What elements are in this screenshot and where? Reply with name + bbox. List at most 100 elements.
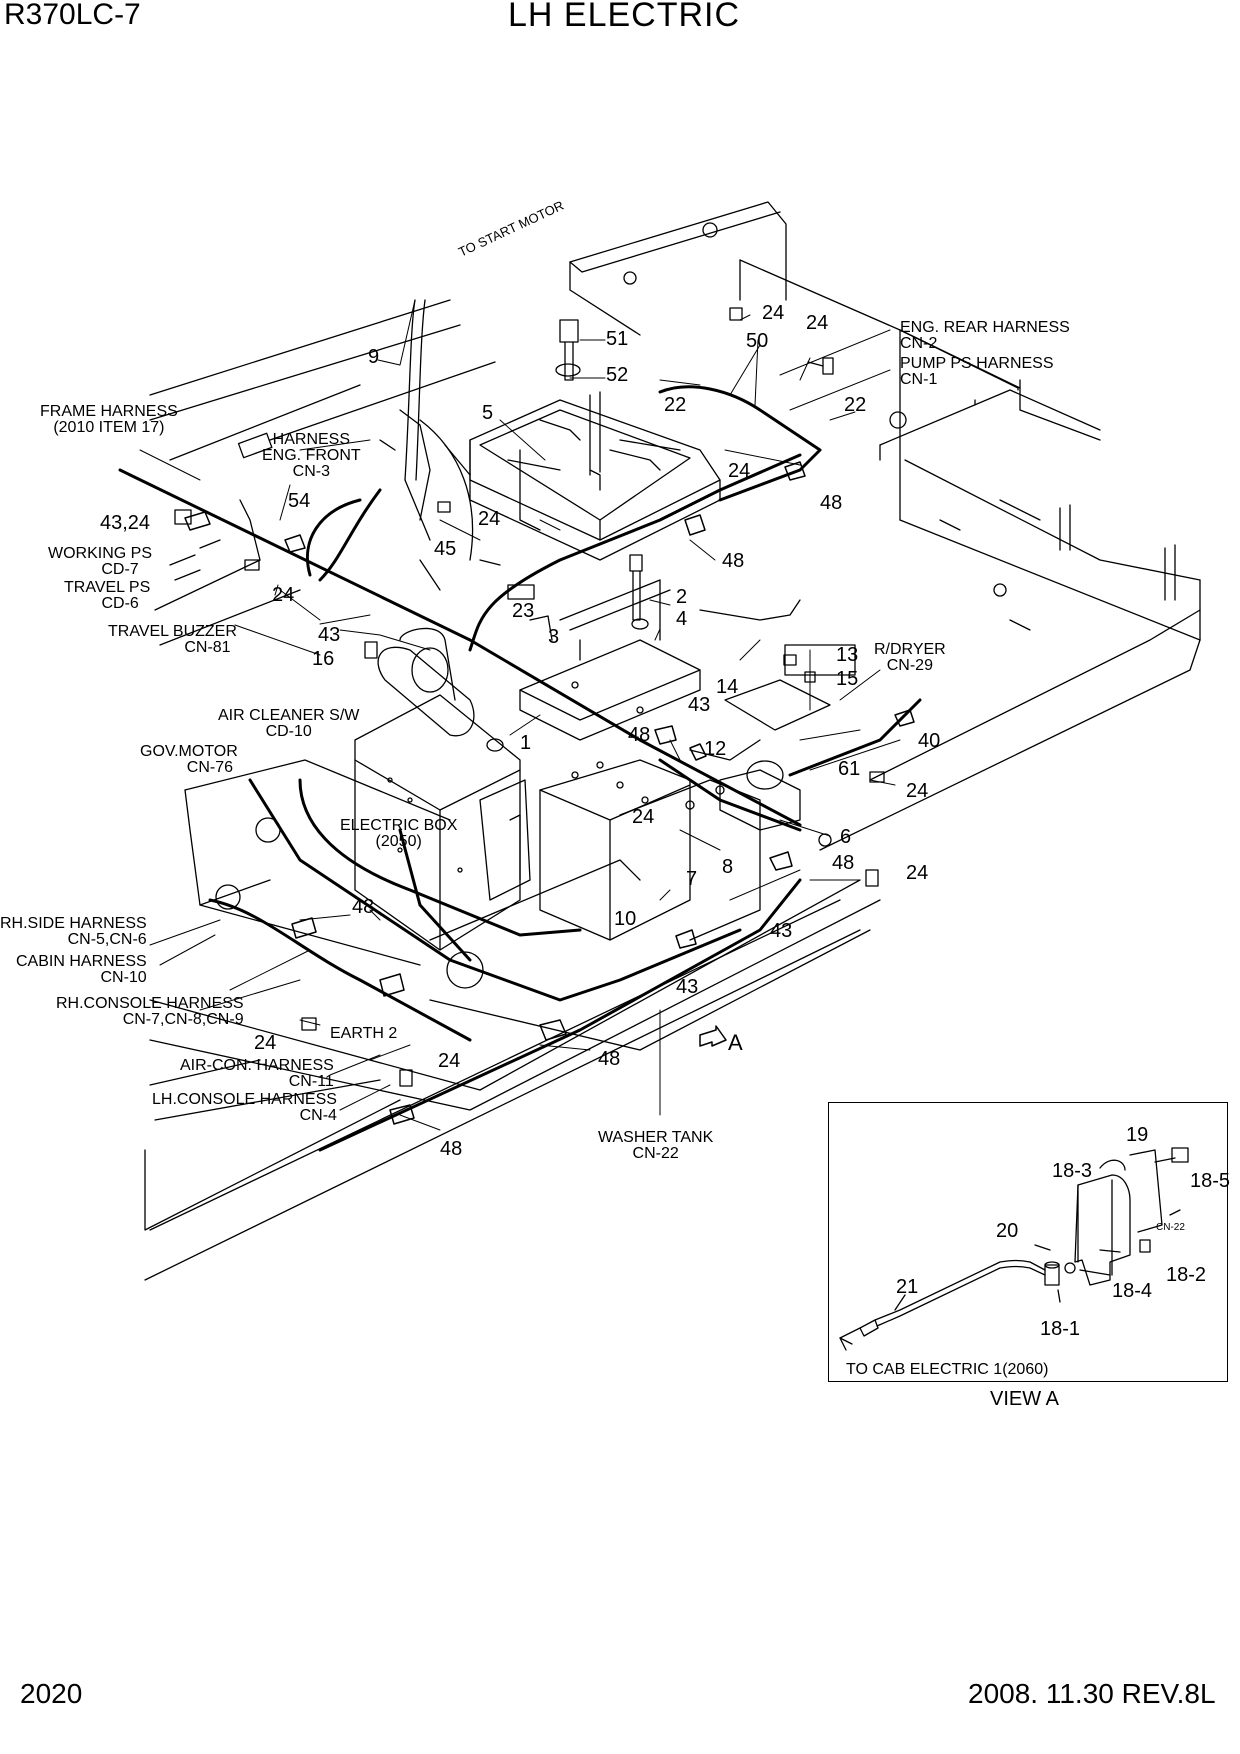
part-number: 48 [352, 896, 375, 918]
harness-wires [118, 385, 922, 1152]
model-code: R370LC-7 [4, 0, 141, 31]
part-number: 54 [288, 490, 311, 512]
part-number: 5 [482, 402, 494, 424]
leader-lines [139, 299, 901, 1131]
part-number: 24 [728, 460, 751, 482]
part-number: 50 [746, 330, 769, 352]
view-a-frame [828, 1102, 1228, 1382]
page-number: 2020 [20, 1678, 83, 1709]
part-number: 7 [686, 868, 698, 890]
part-number: 24 [806, 312, 829, 334]
page-title: LH ELECTRIC [508, 0, 741, 34]
part-number: 15 [836, 668, 859, 690]
part-number: 24 [762, 302, 785, 324]
view-a-detail [839, 1147, 1189, 1351]
part-number: 48 [598, 1048, 621, 1070]
unit-item-6 [719, 644, 856, 847]
label-earth: EARTH 2 [330, 1025, 398, 1042]
part-number: 18-4 [1112, 1280, 1153, 1302]
part-number: 40 [918, 730, 941, 752]
part-number: 18-2 [1166, 1264, 1207, 1286]
thin-wires [404, 299, 801, 761]
view-arrow-label: A [728, 1030, 743, 1055]
part-number: 43,24 [100, 512, 151, 534]
part-number: 13 [836, 644, 859, 666]
upper-frame [569, 201, 1201, 851]
part-number: 18-3 [1052, 1160, 1093, 1182]
part-number: 48 [628, 724, 651, 746]
part-number: 24 [438, 1050, 461, 1072]
part-number: 9 [368, 346, 380, 368]
part-number: 43 [688, 694, 711, 716]
fasteners [174, 307, 885, 1087]
part-number: 48 [820, 492, 843, 514]
part-number: 14 [716, 676, 739, 698]
part-number: 52 [606, 364, 629, 386]
revision-date: 2008. 11.30 REV.8L [968, 1678, 1216, 1709]
view-a-caption: VIEW A [990, 1388, 1059, 1410]
part-number: 20 [996, 1220, 1019, 1242]
part-number: 1 [520, 732, 532, 754]
part-number: 12 [704, 738, 727, 760]
left-frame [149, 299, 541, 646]
part-number: 51 [606, 328, 629, 350]
batteries [539, 759, 761, 941]
part-number: 16 [312, 648, 335, 670]
part-number: 2 [676, 586, 688, 608]
part-number: 19 [1126, 1124, 1149, 1146]
part-number: 24 [272, 584, 295, 606]
part-number: 3 [548, 626, 560, 648]
part-number: 18-1 [1040, 1318, 1081, 1340]
part-number: 43 [318, 624, 341, 646]
label-to-cab-electric: TO CAB ELECTRIC 1(2060) [846, 1361, 1049, 1378]
part-number: 48 [722, 550, 745, 572]
tabs [169, 539, 553, 641]
part-number: 24 [478, 508, 501, 530]
part-number: 45 [434, 538, 457, 560]
lower-frame [144, 759, 881, 1281]
part-number: 23 [512, 600, 535, 622]
view-a-arrow [699, 1025, 727, 1047]
part-number: 48 [440, 1138, 463, 1160]
top-box-item-5 [469, 391, 721, 561]
part-number: 8 [722, 856, 734, 878]
part-number: 48 [832, 852, 855, 874]
label-electric-box: ELECTRIC BOX(2050) [340, 817, 458, 850]
part-number: 22 [844, 394, 867, 416]
part-number: 6 [840, 826, 852, 848]
air-cleaner [377, 627, 504, 752]
part-number: 24 [254, 1032, 277, 1054]
part-number: 24 [906, 862, 929, 884]
part-number: 24 [632, 806, 655, 828]
part-number: 43 [676, 976, 699, 998]
part-number: 18-5 [1190, 1170, 1231, 1192]
part-number: 22 [664, 394, 687, 416]
part-number: 61 [838, 758, 861, 780]
part-number: 4 [676, 608, 688, 630]
electric-box [354, 694, 531, 951]
part-number: 21 [896, 1276, 919, 1298]
clamps [184, 461, 915, 1125]
plate-item-3 [519, 579, 701, 741]
part-number: 43 [770, 920, 793, 942]
part-number: 10 [614, 908, 637, 930]
label-frame-harness: FRAME HARNESS(2010 ITEM 17) [40, 403, 178, 436]
label-cn22-small: CN-22 [1156, 1222, 1185, 1233]
part-number: 24 [906, 780, 929, 802]
